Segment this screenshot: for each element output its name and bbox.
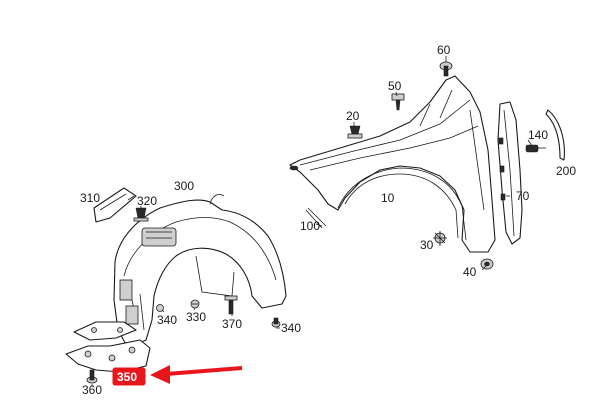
expansion-clip-part-30 (433, 231, 447, 245)
callout-40: 40 (463, 265, 477, 279)
screw-part-50 (391, 93, 405, 111)
screw-part-340b (271, 317, 281, 328)
screw-part-60 (439, 61, 453, 77)
screw-part-360 (86, 369, 98, 384)
red-arrow-icon (150, 365, 243, 384)
callout-320: 320 (137, 194, 157, 208)
underbody-panel-part-350 (65, 321, 151, 373)
callout-300: 300 (174, 179, 194, 193)
callout-350: 350 (117, 370, 137, 384)
callout-50: 50 (388, 79, 402, 93)
seal-strip-part-200 (545, 109, 565, 161)
callout-labels: 60 50 20 140 200 10 70 100 30 40 300 310… (80, 43, 576, 397)
callout-100: 100 (300, 219, 320, 233)
callout-330: 330 (186, 310, 206, 324)
clip-part-140 (525, 144, 546, 153)
clip-part-20 (347, 125, 363, 139)
leader-lines (91, 56, 533, 386)
clip-part-370 (224, 295, 238, 315)
callout-340-left: 340 (157, 313, 177, 327)
side-trim-part-70 (497, 101, 523, 245)
callout-200: 200 (556, 164, 576, 178)
callout-310: 310 (80, 191, 100, 205)
wheel-arch-liner-part-300 (113, 194, 287, 349)
callout-60: 60 (437, 43, 451, 57)
callout-340-right: 340 (281, 321, 301, 335)
callout-140: 140 (528, 128, 548, 142)
callout-20: 20 (346, 109, 360, 123)
clip-part-320 (133, 207, 149, 222)
bracket-part-310 (93, 187, 137, 223)
callout-30: 30 (420, 238, 434, 252)
screw-part-330 (190, 299, 200, 309)
highlight-callout-350: 350 (112, 365, 243, 386)
callout-370: 370 (222, 317, 242, 331)
callout-10: 10 (381, 191, 395, 205)
highlight-box (112, 367, 146, 386)
callout-360: 360 (82, 383, 102, 397)
callout-70: 70 (516, 189, 530, 203)
screw-part-340a (156, 304, 164, 312)
nut-part-40 (480, 258, 494, 270)
